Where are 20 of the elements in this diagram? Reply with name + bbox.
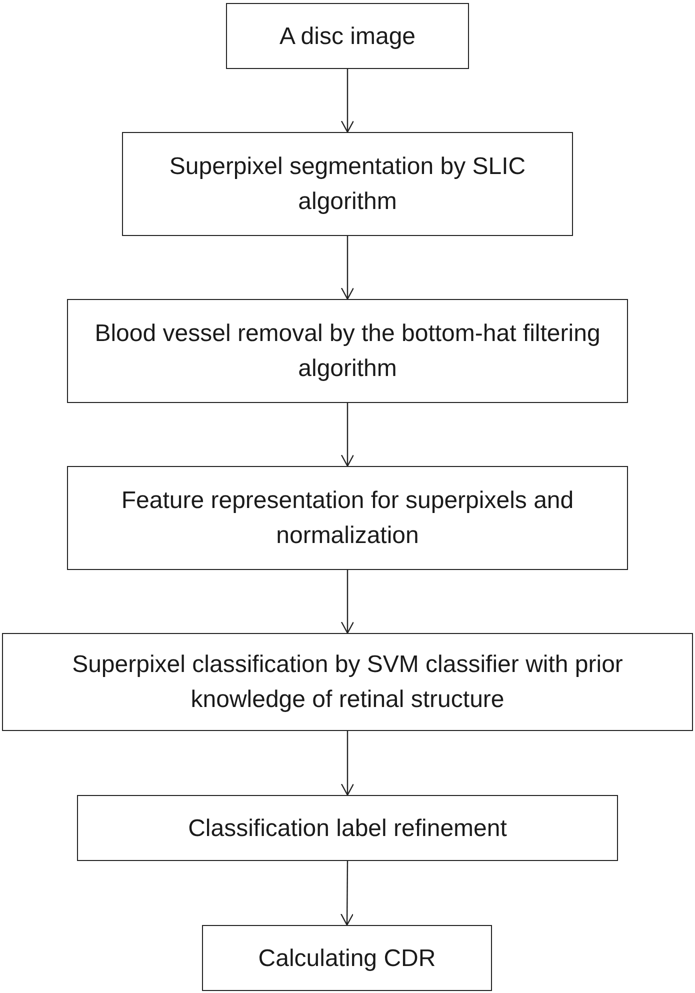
process-box xyxy=(2,633,693,731)
step-text: Feature representation for superpixels and normalization xyxy=(120,486,575,551)
arrow xyxy=(340,731,354,796)
process-box xyxy=(67,299,628,403)
step-text: Superpixel classification by SVM classifier with prior knowledge of retinal structure xyxy=(71,650,624,715)
arrow xyxy=(340,403,354,467)
process-box xyxy=(67,466,628,570)
step-text: Blood vessel removal by the bottom-hat filtering algorithm xyxy=(94,319,602,384)
process-box xyxy=(202,925,492,991)
step-text: Superpixel segmentation by SLIC algorithm xyxy=(168,152,527,217)
arrow xyxy=(340,570,354,634)
step-text: A disc image xyxy=(279,22,416,52)
step-text: Calculating CDR xyxy=(258,944,436,974)
arrow xyxy=(340,861,354,926)
process-box xyxy=(226,3,469,69)
process-box xyxy=(77,795,618,861)
arrow xyxy=(340,236,354,300)
step-text: Classification label refinement xyxy=(188,814,507,844)
arrow xyxy=(340,69,354,133)
process-box xyxy=(122,132,573,236)
